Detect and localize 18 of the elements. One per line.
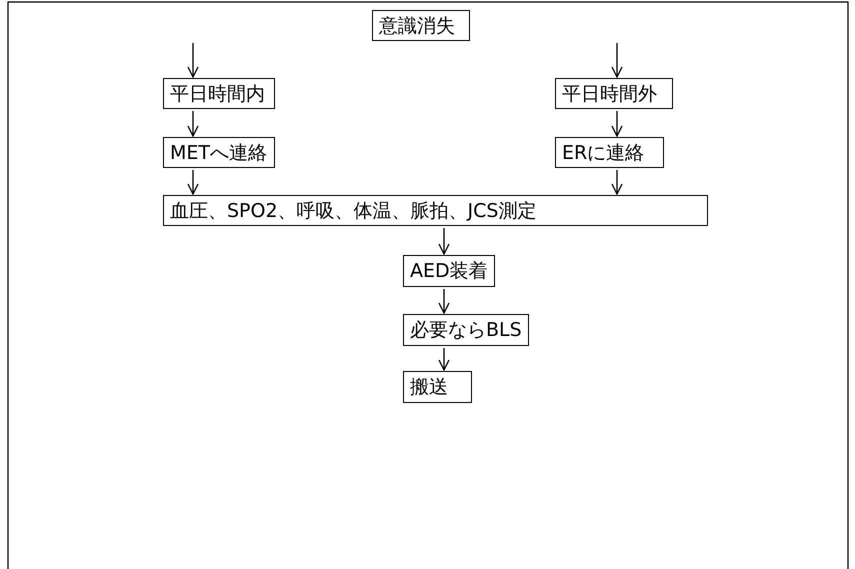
process-box: 必要ならBLS: [403, 314, 529, 346]
process-box: 血圧、SPO2、呼吸、体温、脈拍、JCS測定: [163, 195, 708, 226]
arrow: [611, 43, 623, 78]
arrow: [611, 170, 623, 195]
process-box: 平日時間外: [555, 78, 673, 109]
process-box: 平日時間内: [163, 78, 275, 109]
arrow: [187, 111, 199, 137]
arrow: [438, 289, 450, 314]
process-box: 搬送: [403, 371, 472, 403]
process-box: ERに連絡: [555, 137, 664, 168]
arrow: [187, 170, 199, 195]
arrow: [438, 228, 450, 255]
process-box: AED装着: [403, 255, 495, 287]
process-box: METへ連絡: [163, 137, 275, 168]
arrow: [611, 111, 623, 137]
arrow: [187, 43, 199, 78]
arrow: [438, 348, 450, 371]
process-box: 意識消失: [372, 10, 470, 41]
